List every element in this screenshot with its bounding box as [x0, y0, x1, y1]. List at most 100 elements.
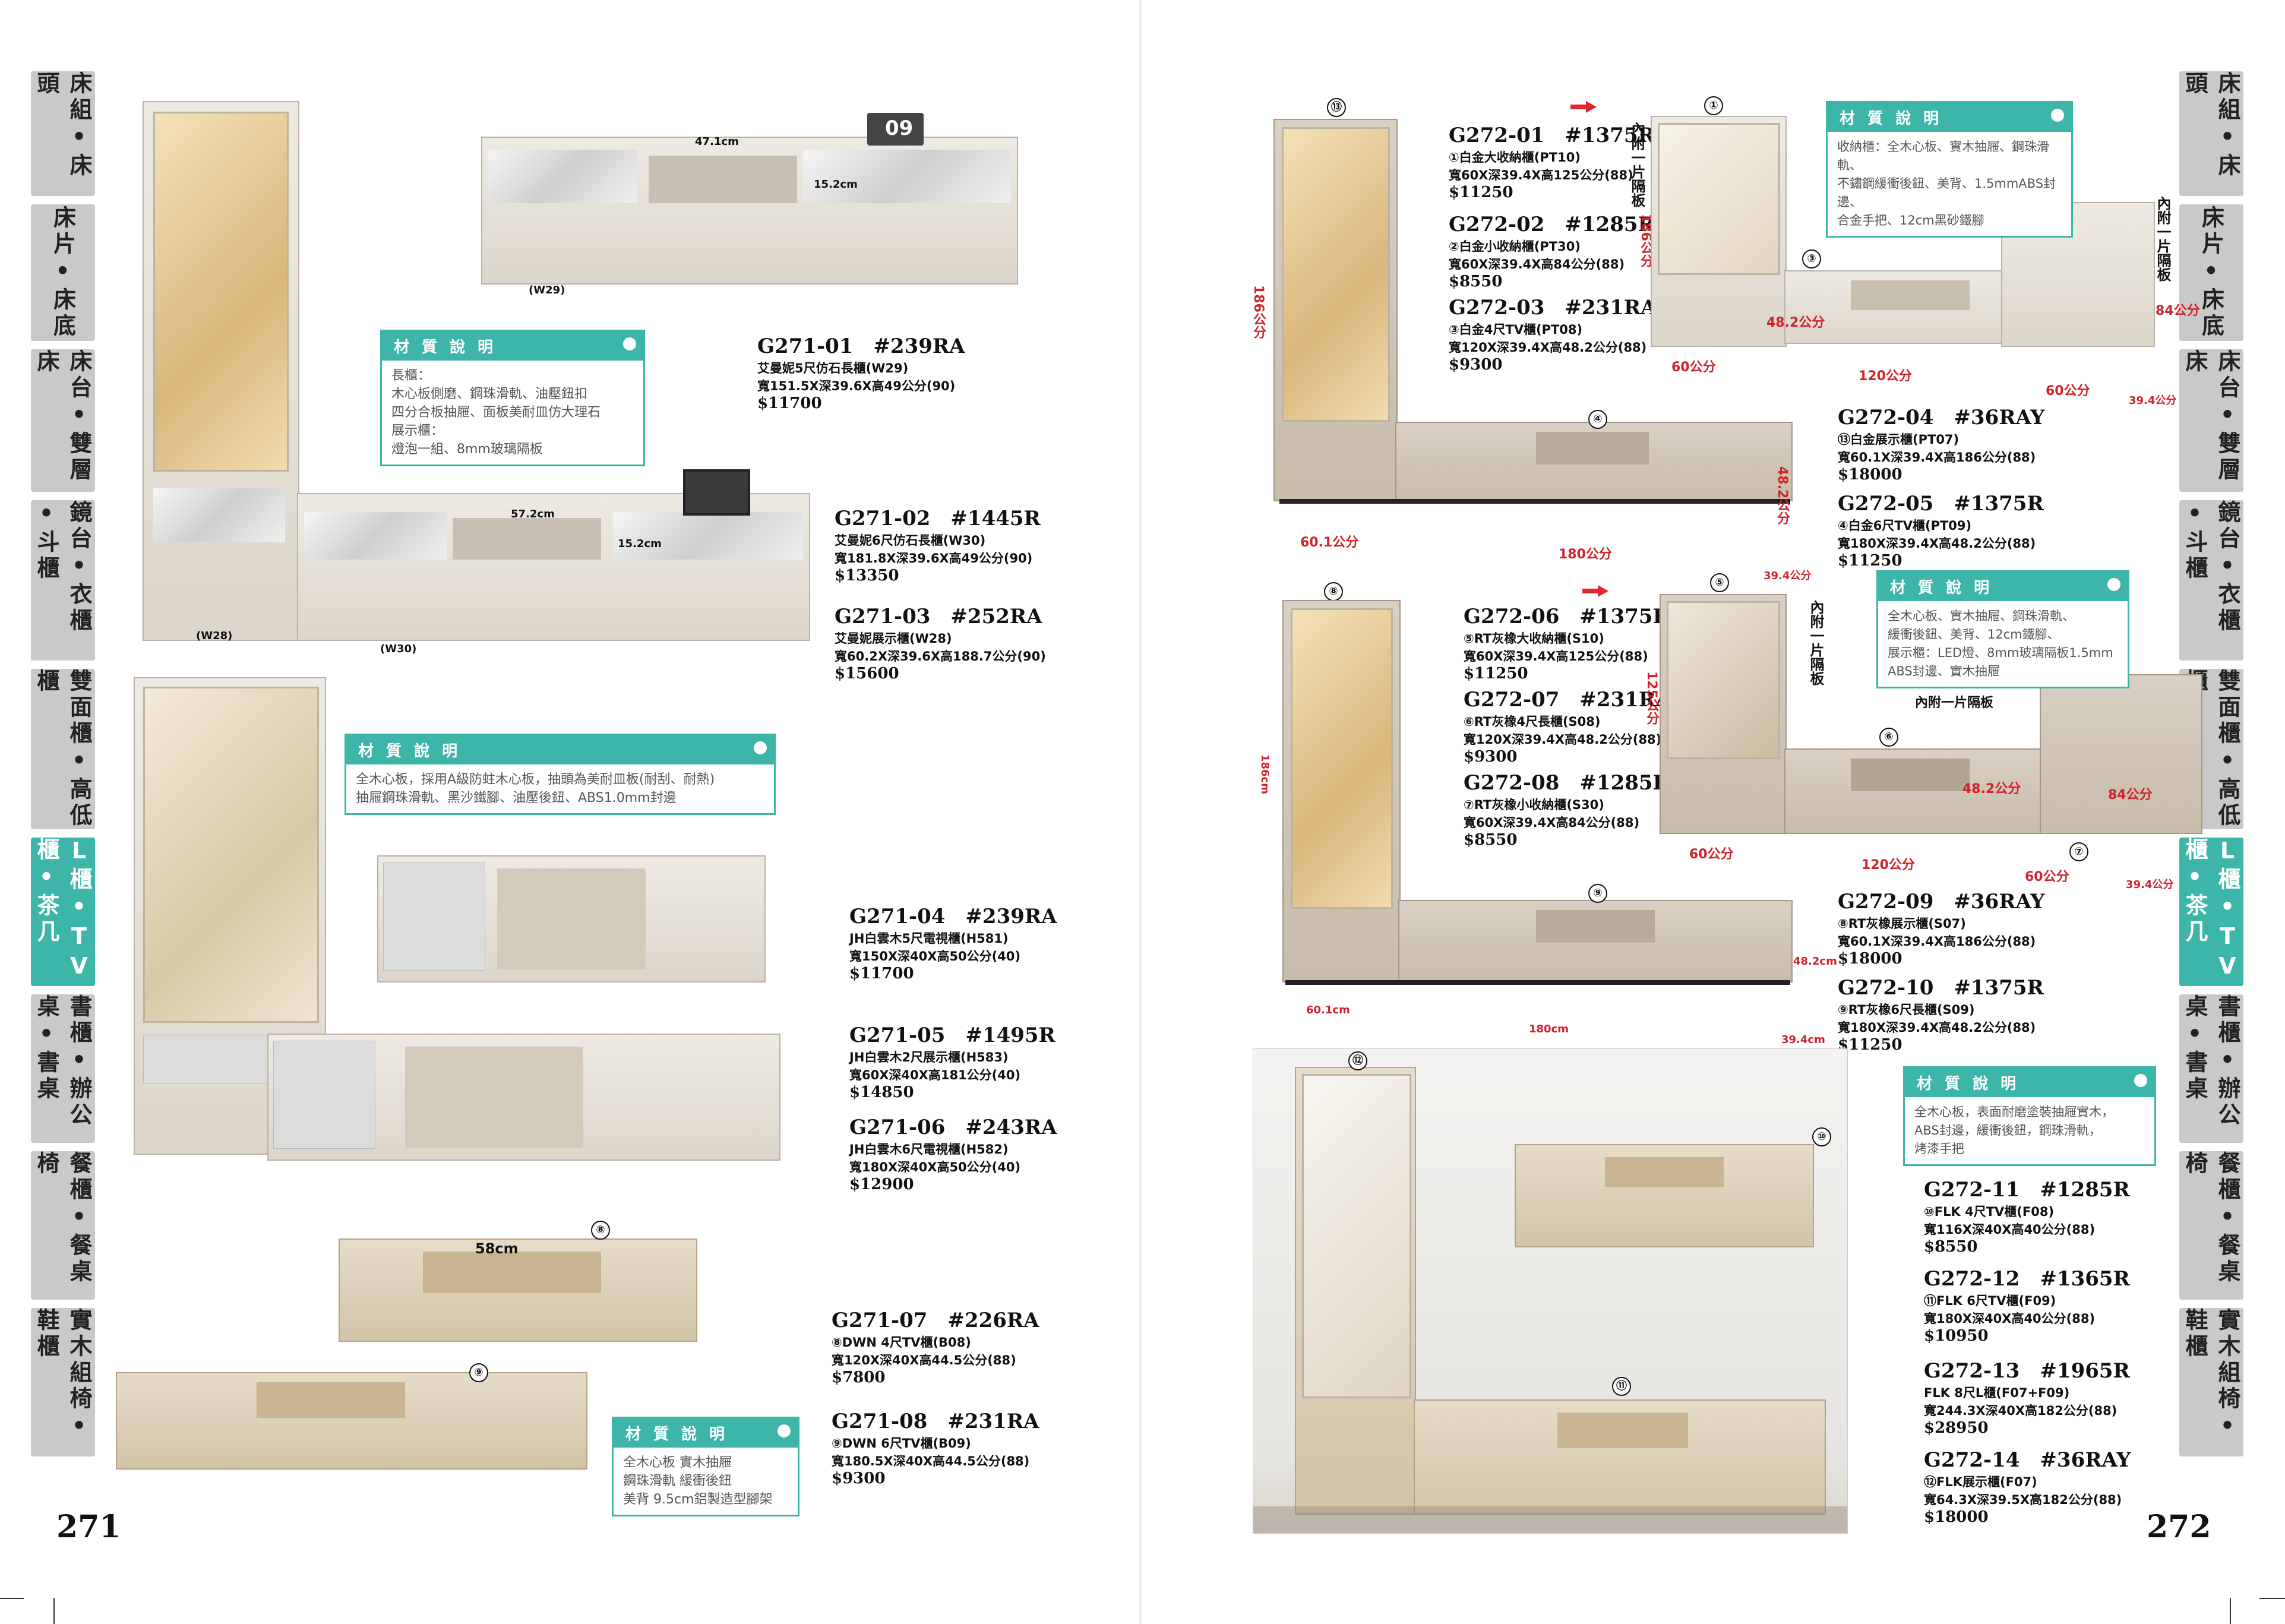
dim-s30-height: 84公分 [2108, 788, 2153, 802]
dim-s07-width: 60.1cm [1306, 1004, 1350, 1016]
dim-s09-depth: 39.4cm [1781, 1034, 1825, 1046]
dim-s30-depth: 39.4公分 [2126, 879, 2174, 891]
pt07-showcase [1273, 119, 1398, 501]
tab-bookcase-desk[interactable]: 書櫃•辦公桌•書桌 [31, 994, 95, 1143]
w28-showcase [143, 101, 299, 641]
dim-pt08-height: 48.2公分 [1766, 315, 1825, 330]
marker-1: ① [1704, 96, 1723, 115]
crop-mark [0, 1598, 24, 1599]
page-271: 床組•床頭 床片•床底 床台•雙層床 鏡台•衣櫃•斗櫃 雙面櫃•高低櫃 L櫃•T… [0, 0, 1140, 1624]
tab-solid-wood-shoe[interactable]: 實木組椅•鞋櫃 [31, 1308, 95, 1456]
flip-clock: 09 [867, 113, 924, 146]
tab-sideboard-dining[interactable]: 餐櫃•餐桌椅 [31, 1151, 95, 1300]
black-metal-legs [1285, 980, 1790, 985]
tab-bookcase-desk[interactable]: 書櫃•辦公桌•書桌 [2179, 994, 2243, 1143]
page-number-right: 272 [2147, 1509, 2211, 1545]
product-g271-04: G271-04 #239RA JH白雲木5尺電視櫃(H581) 寬150X深40… [849, 905, 1057, 982]
s08-4ft-tv-cabinet [1784, 748, 2042, 834]
tab-bed-panel-base[interactable]: 床片•床底 [2179, 204, 2243, 341]
tab-l-cabinet-tv[interactable]: L櫃•TV櫃•茶几 [2179, 838, 2243, 986]
dim-s09-width: 180cm [1529, 1023, 1569, 1035]
product-g272-06: G272-06 #1375R ⑤RT灰橡大收納櫃(S10) 寬60X深39.4X… [1464, 605, 1670, 683]
marker-12: ⑫ [1348, 1051, 1367, 1070]
dim-s08-height: 48.2公分 [1962, 782, 2021, 797]
tab-dresser-wardrobe[interactable]: 鏡台•衣櫃•斗櫃 [31, 500, 95, 661]
product-g272-02: G272-02 #1285R ②白金小收納櫃(PT30) 寬60X深39.4X高… [1449, 213, 1655, 290]
product-g272-13: G272-13 #1965R FLK 8尺L櫃(F07+F09) 寬244.3X… [1924, 1359, 2130, 1437]
dim-pt09-height: 48.2公分 [1775, 466, 1790, 525]
marker-6: ⑥ [1879, 728, 1898, 747]
marker-8: ⑧ [1324, 582, 1343, 601]
product-g271-03: G271-03 #252RA 艾曼妮展示櫃(W28) 寬60.2X深39.6X高… [835, 605, 1046, 683]
dim-s10-height: 125公分 [1644, 671, 1659, 725]
label-w29: (W29) [529, 284, 565, 296]
tab-bed-frame-bunk[interactable]: 床台•雙層床 [31, 349, 95, 492]
marker-10: ⑩ [1812, 1127, 1831, 1146]
product-g271-01: G271-01 #239RA 艾曼妮5尺仿石長櫃(W29) 寬151.5X深39… [757, 334, 965, 412]
label-w28: (W28) [196, 630, 233, 642]
dim-pt09-depth: 39.4公分 [1763, 570, 1812, 582]
dim-pt30-depth: 39.4公分 [2129, 394, 2177, 407]
dwn-4ft-tv-cabinet [339, 1238, 697, 1342]
product-g272-05: G272-05 #1375R ④白金6尺TV櫃(PT09) 寬180X深39.4… [1838, 492, 2044, 570]
photo-frame [683, 469, 750, 516]
product-g271-08: G271-08 #231RA ⑨DWN 6尺TV櫃(B09) 寬180.5X深4… [832, 1410, 1039, 1487]
tab-bed-panel-base[interactable]: 床片•床底 [31, 204, 95, 341]
page-272: 床組•床頭 床片•床底 床台•雙層床 鏡台•衣櫃•斗櫃 雙面櫃•高低櫃 L櫃•T… [1143, 0, 2285, 1624]
product-g272-10: G272-10 #1375R ⑨RT灰橡6尺長櫃(S09) 寬180X深39.4… [1838, 976, 2044, 1054]
dim-pt30-height: 84公分 [2156, 304, 2200, 318]
pt09-6ft-tv-cabinet [1395, 422, 1793, 501]
dim-pt10-height: 186公分 [1638, 214, 1653, 267]
dim-s30-width: 60公分 [2025, 870, 2069, 884]
product-g271-02: G271-02 #1445R 艾曼妮6尺仿石長櫃(W30) 寬181.8X深39… [835, 507, 1041, 584]
dim-pt30-width: 60公分 [2046, 384, 2090, 399]
tab-double-sided-cabinet[interactable]: 雙面櫃•高低櫃 [31, 669, 95, 829]
tab-solid-wood-shoe[interactable]: 實木組椅•鞋櫃 [2179, 1308, 2243, 1456]
product-g272-03: G272-03 #231RA ③白金4尺TV櫃(PT08) 寬120X深39.4… [1449, 296, 1657, 374]
black-metal-legs [1279, 499, 1790, 504]
w30-tv-cabinet [297, 493, 810, 641]
dim-pt09-width: 180公分 [1559, 547, 1612, 562]
dim-w29-height: 15.2cm [814, 178, 858, 191]
dim-pt10-width: 60公分 [1671, 360, 1716, 375]
jh-5ft-tv-cabinet [377, 855, 766, 982]
product-g271-05: G271-05 #1495R JH白雲木2尺展示櫃(H583) 寬60X深40X… [849, 1023, 1055, 1101]
crop-mark [53, 1598, 55, 1624]
pt10-storage-cabinet [1651, 116, 1787, 347]
product-g272-12: G272-12 #1365R ⑪FLK 6尺TV櫃(F09) 寬180X深40X… [1924, 1267, 2130, 1345]
tab-dresser-wardrobe[interactable]: 鏡台•衣櫃•斗櫃 [2179, 500, 2243, 661]
product-g272-07: G272-07 #231RA ⑥RT灰橡4尺長櫃(S08) 寬120X深39.4… [1464, 688, 1671, 766]
tab-l-cabinet-tv[interactable]: L櫃•TV櫃•茶几 [31, 838, 95, 986]
material-box-jh: 材 質 說 明 全木心板，採用A級防蛀木心板，抽頭為美耐皿板(耐刮、耐熱) 抽屜… [345, 734, 776, 815]
marker-13: ⑬ [1327, 98, 1346, 117]
dim-pt08-width: 120公分 [1859, 369, 1912, 384]
s30-small-storage [2040, 674, 2202, 834]
tab-bed-headboard[interactable]: 床組•床頭 [31, 71, 95, 196]
tab-bed-headboard[interactable]: 床組•床頭 [2179, 71, 2243, 196]
material-box-aimani: 材 質 說 明 長櫃： 木心板側磨、鋼珠滑軌、油壓鈕扣 四分合板抽屜、面板美耐皿… [380, 330, 645, 466]
left-category-tabs: 床組•床頭 床片•床底 床台•雙層床 鏡台•衣櫃•斗櫃 雙面櫃•高低櫃 L櫃•T… [31, 71, 95, 1465]
note-inner-shelf: 內附一片隔板 [1807, 600, 1824, 685]
dim-s08-width: 120公分 [1861, 858, 1915, 873]
flk-room-photo [1253, 1048, 1848, 1534]
dim-w29-opening: 47.1cm [695, 135, 739, 148]
marker-9: ⑨ [1588, 884, 1607, 903]
tab-bed-frame-bunk[interactable]: 床台•雙層床 [2179, 349, 2243, 492]
product-g272-11: G272-11 #1285R ⑩FLK 4尺TV櫃(F08) 寬116X深40X… [1924, 1178, 2130, 1256]
crop-mark [2230, 1598, 2231, 1624]
dim-s09-height: 48.2cm [1793, 955, 1837, 968]
product-g272-08: G272-08 #1285R ⑦RT灰橡小收納櫃(S30) 寬60X深39.4X… [1464, 771, 1670, 849]
marker-9: ⑨ [469, 1363, 488, 1382]
material-box-flk: 材 質 說 明 全木心板，表面耐磨塗裝抽屜實木， ABS封邊，緩衝後鈕，鋼珠滑軌… [1903, 1066, 2156, 1166]
dim-dwn-opening: 58cm [475, 1240, 519, 1257]
s07-showcase [1282, 600, 1401, 982]
label-w30: (W30) [380, 643, 417, 655]
spine-gutter [1139, 0, 1145, 1624]
tab-sideboard-dining[interactable]: 餐櫃•餐桌椅 [2179, 1151, 2243, 1300]
marker-5: ⑤ [1710, 573, 1729, 592]
marker-3: ③ [1802, 249, 1821, 268]
product-g271-06: G271-06 #243RA JH白雲木6尺電視櫃(H582) 寬180X深40… [849, 1116, 1057, 1193]
note-inner-shelf: 內附一片隔板 [1629, 122, 1645, 207]
dim-s10-width: 60公分 [1689, 847, 1734, 862]
